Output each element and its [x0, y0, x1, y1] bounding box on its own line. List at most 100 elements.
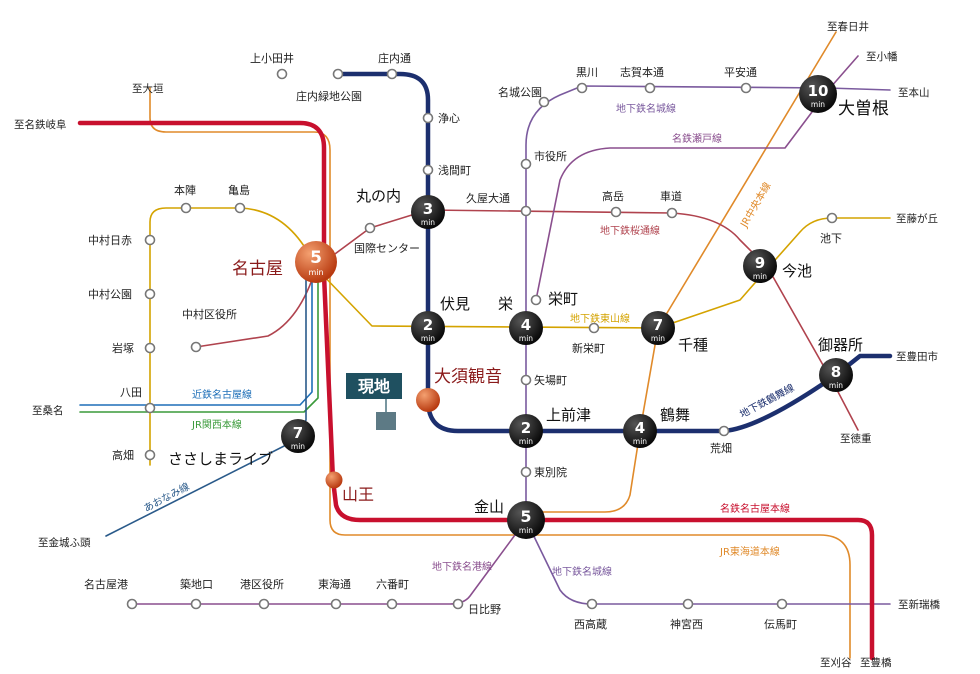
station-label-tokaido: 東海通: [318, 577, 351, 591]
station-label-shiyakusho: 市役所: [534, 149, 567, 163]
station-rokubancho: [386, 598, 398, 610]
direction-motoyama: 至本山: [898, 86, 930, 99]
hub-gokiso-unit: min: [829, 381, 843, 390]
station-sakaemachi: [530, 294, 542, 306]
hub-label-fushimi: 伏見: [440, 295, 470, 313]
hub-kamimaezu-min: 2: [521, 419, 531, 437]
direction-toyota: 至豊田市: [896, 350, 938, 363]
hub-label-gokiso: 御器所: [818, 336, 863, 354]
station-joshin: [422, 112, 434, 124]
station-label-kokusai-center: 国際センター: [354, 242, 420, 255]
station-nakamura-nisshaku: [144, 234, 156, 246]
station-osu-kannon: [416, 388, 440, 412]
station-kokusai-center: [364, 222, 376, 234]
station-label-shigahondori: 志賀本通: [620, 65, 664, 79]
hub-label-sasashima: ささしまライブ: [168, 450, 273, 468]
line-label-meijo: 地下鉄名城線: [616, 102, 676, 115]
station-label-tsukiji-guchi: 築地口: [180, 577, 213, 591]
station-hisaya-odori: [520, 205, 532, 217]
jr-chuo-line: [525, 31, 837, 513]
station-label-nakamura-kuyakusho: 中村区役所: [182, 307, 237, 321]
hub-sasashima-min: 7: [293, 424, 303, 442]
station-temmacho: [776, 598, 788, 610]
station-label-higashi-betsuin: 東別院: [534, 465, 567, 479]
hub-gokiso-min: 8: [831, 363, 841, 381]
station-label-hibino: 日比野: [468, 603, 501, 616]
hub-nagoya-min: 5: [310, 248, 322, 268]
tsurumai-line: [333, 71, 893, 434]
hub-imaike-unit: min: [753, 272, 767, 281]
hub-chikusa: [641, 311, 675, 345]
line-label-higashiyama: 地下鉄東山線: [570, 312, 630, 325]
hub-fushimi-min: 2: [423, 316, 433, 334]
station-yabacho: [520, 374, 532, 386]
hub-label-kamimaezu: 上前津: [546, 406, 591, 424]
hub-sakae-unit: min: [519, 334, 533, 343]
station-label-takaoka: 高岳: [602, 189, 624, 203]
meitetsu-nagoya-line: [77, 120, 875, 661]
station-label-nagoyako: 名古屋港: [84, 577, 128, 591]
higashiyama-line: [149, 207, 891, 466]
station-label-hatta: 八田: [120, 386, 142, 399]
line-label-jr-tokaido: JR東海道本線: [719, 545, 780, 558]
hub-imaike: [743, 249, 777, 283]
station-label-nakamura-nisshaku: 中村日赤: [88, 233, 132, 247]
station-label-rokubancho: 六番町: [376, 578, 409, 591]
station-label-takabata: 高畑: [112, 448, 134, 462]
hub-ozone: [799, 75, 837, 113]
station-minato-kuyakusho: [258, 598, 270, 610]
direction-komaki: 至小幡: [866, 50, 898, 63]
station-label-sanno: 山王: [342, 485, 374, 504]
line-label-seto: 名鉄瀬戸線: [672, 132, 722, 145]
hub-chikusa-min: 7: [653, 316, 663, 334]
hub-sakae: [509, 311, 543, 345]
hub-marunouchi-unit: min: [421, 218, 435, 227]
hub-label-marunouchi: 丸の内: [356, 187, 401, 205]
direction-shinmizuhashi: 至新瑞橋: [898, 598, 940, 611]
station-label-temmacho: 伝馬町: [764, 618, 797, 631]
station-nagoyako: [126, 598, 138, 610]
hub-label-imaike: 今池: [782, 262, 812, 280]
hub-fushimi-unit: min: [421, 334, 435, 343]
line-label-meijo-south: 地下鉄名城線: [552, 565, 612, 578]
hub-marunouchi-min: 3: [423, 200, 433, 218]
direction-tokushige: 至徳重: [840, 432, 872, 445]
site-label-box: [346, 373, 402, 399]
station-label-minato-kuyakusho: 港区役所: [240, 577, 284, 591]
hub-kanayama-unit: min: [519, 526, 533, 535]
direction-kuwana: 至桑名: [32, 404, 64, 417]
station-kameshima: [234, 202, 246, 214]
station-honjin: [180, 202, 192, 214]
hub-gokiso: [819, 358, 853, 392]
station-label-kamiotai: 上小田井: [250, 51, 294, 65]
station-iwatsuka: [144, 342, 156, 354]
hub-kamimaezu-unit: min: [519, 437, 533, 446]
hub-label-ozone: 大曽根: [838, 99, 889, 119]
station-label-shin-sakaemachi: 新栄町: [572, 341, 605, 355]
hub-imaike-min: 9: [755, 254, 765, 272]
station-label-nakamura-koen: 中村公園: [88, 287, 132, 301]
hub-kanayama: [507, 501, 545, 539]
hub-sakae-min: 4: [521, 316, 531, 334]
hub-tsurumai-min: 4: [635, 419, 645, 437]
hub-sasashima-unit: min: [291, 442, 305, 451]
hub-label-kanayama: 金山: [474, 498, 504, 516]
hub-label-sakae: 栄: [498, 295, 513, 313]
station-label-shonaidori: 庄内通: [378, 51, 411, 65]
station-label-hisaya-odori: 久屋大通: [466, 191, 510, 205]
hub-label-nagoya: 名古屋: [232, 259, 283, 279]
hub-nagoya-unit: min: [308, 268, 323, 277]
line-label-jr-kansai: JR関西本線: [191, 418, 242, 431]
line-label-meiko: 地下鉄名港線: [432, 560, 492, 573]
hub-fushimi: [411, 311, 445, 345]
station-tsukiji-guchi: [190, 598, 202, 610]
station-label-jingu-nishi: 神宮西: [670, 617, 703, 631]
station-ikeshita: [826, 212, 838, 224]
station-shonai-ryokuchi: [332, 68, 344, 80]
line-label-sakuradori: 地下鉄桜通線: [600, 224, 660, 237]
direction-gifu: 至名鉄岐阜: [14, 118, 67, 131]
station-heian-dori: [740, 82, 752, 94]
jr-kansai-line: [79, 271, 319, 413]
station-label-joshin: 浄心: [438, 111, 460, 125]
